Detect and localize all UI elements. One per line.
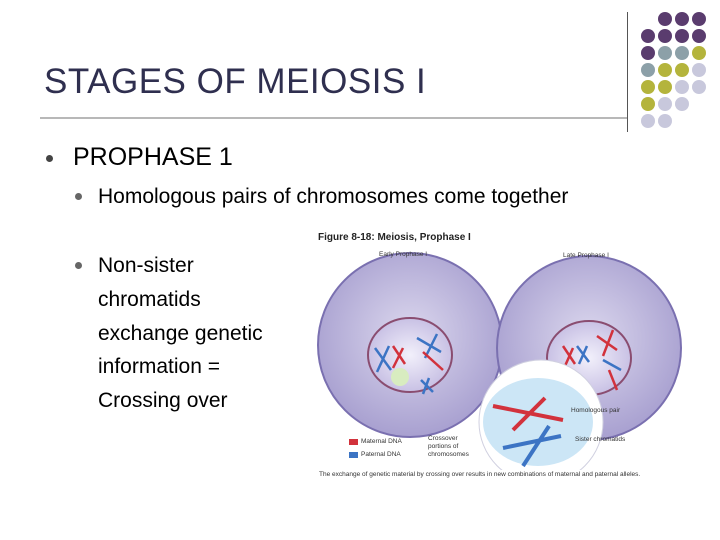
vertical-divider [627,12,628,132]
bullet-prophase: PROPHASE 1 [73,143,233,171]
bullet-dot [75,193,82,200]
paternal-swatch [349,452,358,458]
decorative-dot [675,97,689,111]
decorative-dot [658,29,672,43]
magnified-chromosomes [492,396,564,468]
decorative-dot [658,46,672,60]
bullet-dot [75,262,82,269]
decorative-dot [641,63,655,77]
early-chromosomes [373,333,444,395]
sister-chromatids-label: Sister chromatids [575,436,626,443]
maternal-swatch [349,439,358,445]
decorative-dot [692,12,706,26]
figure-caption: The exchange of genetic material by cros… [319,471,641,478]
meiosis-prophase-figure: Figure 8-18: Meiosis, Prophase I [313,230,693,495]
bullet-dot [46,155,53,162]
decorative-dot [692,29,706,43]
early-prophase-label: Early Prophase I [379,251,428,258]
early-nucleus [367,317,453,393]
decorative-dot [692,63,706,77]
decorative-dot [675,63,689,77]
decorative-dot [675,12,689,26]
bullet-homologous-pairs: Homologous pairs of chromosomes come tog… [98,185,569,208]
decorative-dot [692,80,706,94]
decorative-dot [658,97,672,111]
homologous-pair-label: Homologous pair [571,407,621,414]
late-chromosomes [561,329,622,391]
decorative-dot [641,114,655,128]
continuation-line: Crossing over [98,389,228,412]
decorative-dot [675,29,689,43]
continuation-line: chromatids [98,288,201,311]
continuation-line: exchange genetic [98,322,263,345]
decorative-dot [641,29,655,43]
legend-paternal: Paternal DNA [361,451,401,458]
continuation-line: information = [98,355,220,378]
legend-maternal: Maternal DNA [361,438,402,445]
decorative-dot [658,114,672,128]
bullet-non-sister: Non-sister [98,254,194,277]
nucleolus [391,368,409,386]
decorative-dot [658,80,672,94]
decorative-dot [641,97,655,111]
crossover-label: Crossover portions of chromosomes [428,435,469,458]
decorative-dot [658,12,672,26]
decorative-dot [641,46,655,60]
decorative-dot [641,80,655,94]
slide-title: STAGES OF MEIOSIS I [44,62,427,101]
late-prophase-label: Late Prophase I [563,252,609,259]
cell-diagram [317,252,682,470]
decorative-dot [692,46,706,60]
decorative-dot [658,63,672,77]
title-underline [40,117,628,119]
decorative-dot [675,80,689,94]
decorative-dot [675,46,689,60]
figure-title: Figure 8-18: Meiosis, Prophase I [318,232,471,243]
